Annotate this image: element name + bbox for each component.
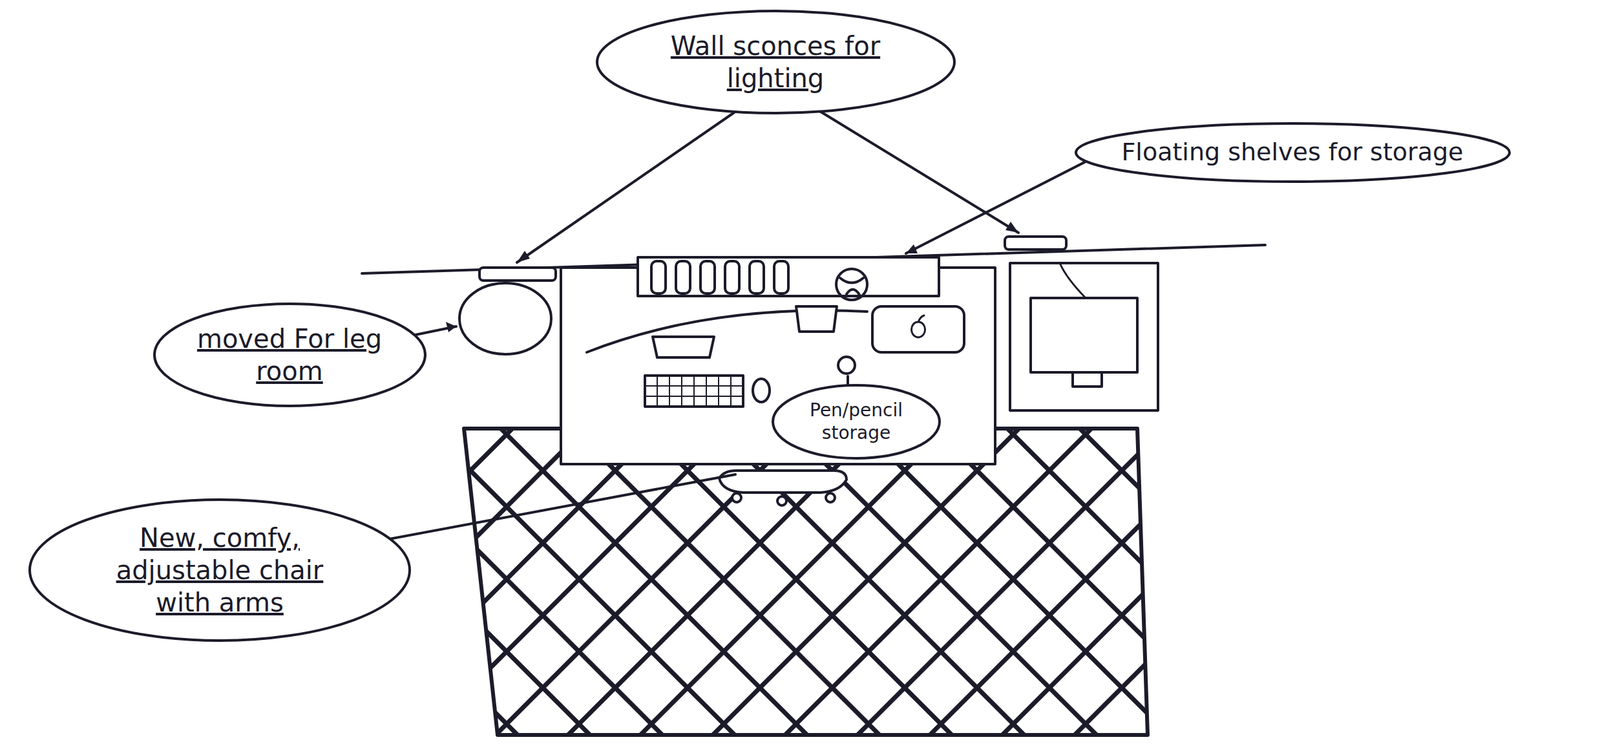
globe [836,268,868,300]
callout-ellipse: Floating shelves for storage [1073,120,1513,185]
callout-text-group: Pen/pencil storage [798,398,915,444]
callout-text: New, comfy, adjustable chair with arms [90,521,349,619]
ellipse-shape [29,499,410,641]
arrowheads [445,221,1019,333]
callout-text: Floating shelves for storage [1121,136,1464,169]
callout-text: moved For leg room [192,322,387,388]
chair [719,470,847,506]
books [651,261,789,294]
ellipse-outline [770,382,943,461]
callout-text-group: Wall sconces for lighting [646,29,905,95]
desk-tray [652,336,715,358]
callout-text-group: moved For leg room [192,322,387,388]
monitor-stand [1072,372,1102,387]
round-stool [459,283,552,355]
callout-text: Wall sconces for lighting [646,29,905,95]
floating-shelf [637,257,939,296]
wall-sconce [1004,236,1067,250]
keyboard-keys [644,375,744,407]
desk-tray [796,306,837,332]
ellipse-outline [151,301,428,409]
mouse [752,378,770,402]
callout-ellipse: Pen/pencil storage [770,382,943,461]
apple-logo [911,315,925,338]
ellipse-shape [1075,123,1510,182]
keyboard [644,375,744,407]
callout-ellipse: moved For leg room [151,301,428,409]
ellipse-outline [594,8,958,116]
ellipse-shape [772,385,940,459]
ellipse-shape [597,10,955,114]
pen-holder [838,356,855,374]
ellipse-shape [154,303,426,406]
callout-text-group: New, comfy, adjustable chair with arms [90,521,349,619]
callout-ellipse: Wall sconces for lighting [594,8,958,116]
monitor [1030,297,1138,373]
monitor-cable [1059,263,1086,298]
callout-text-group: Floating shelves for storage [1121,136,1464,169]
side-table [1010,263,1158,411]
globe-detail [840,277,864,295]
callout-text: Pen/pencil storage [798,398,915,444]
wall-sconce [479,267,556,281]
laptop [872,306,965,353]
rug [463,428,1148,735]
callout-ellipse: New, comfy, adjustable chair with arms [27,496,413,643]
